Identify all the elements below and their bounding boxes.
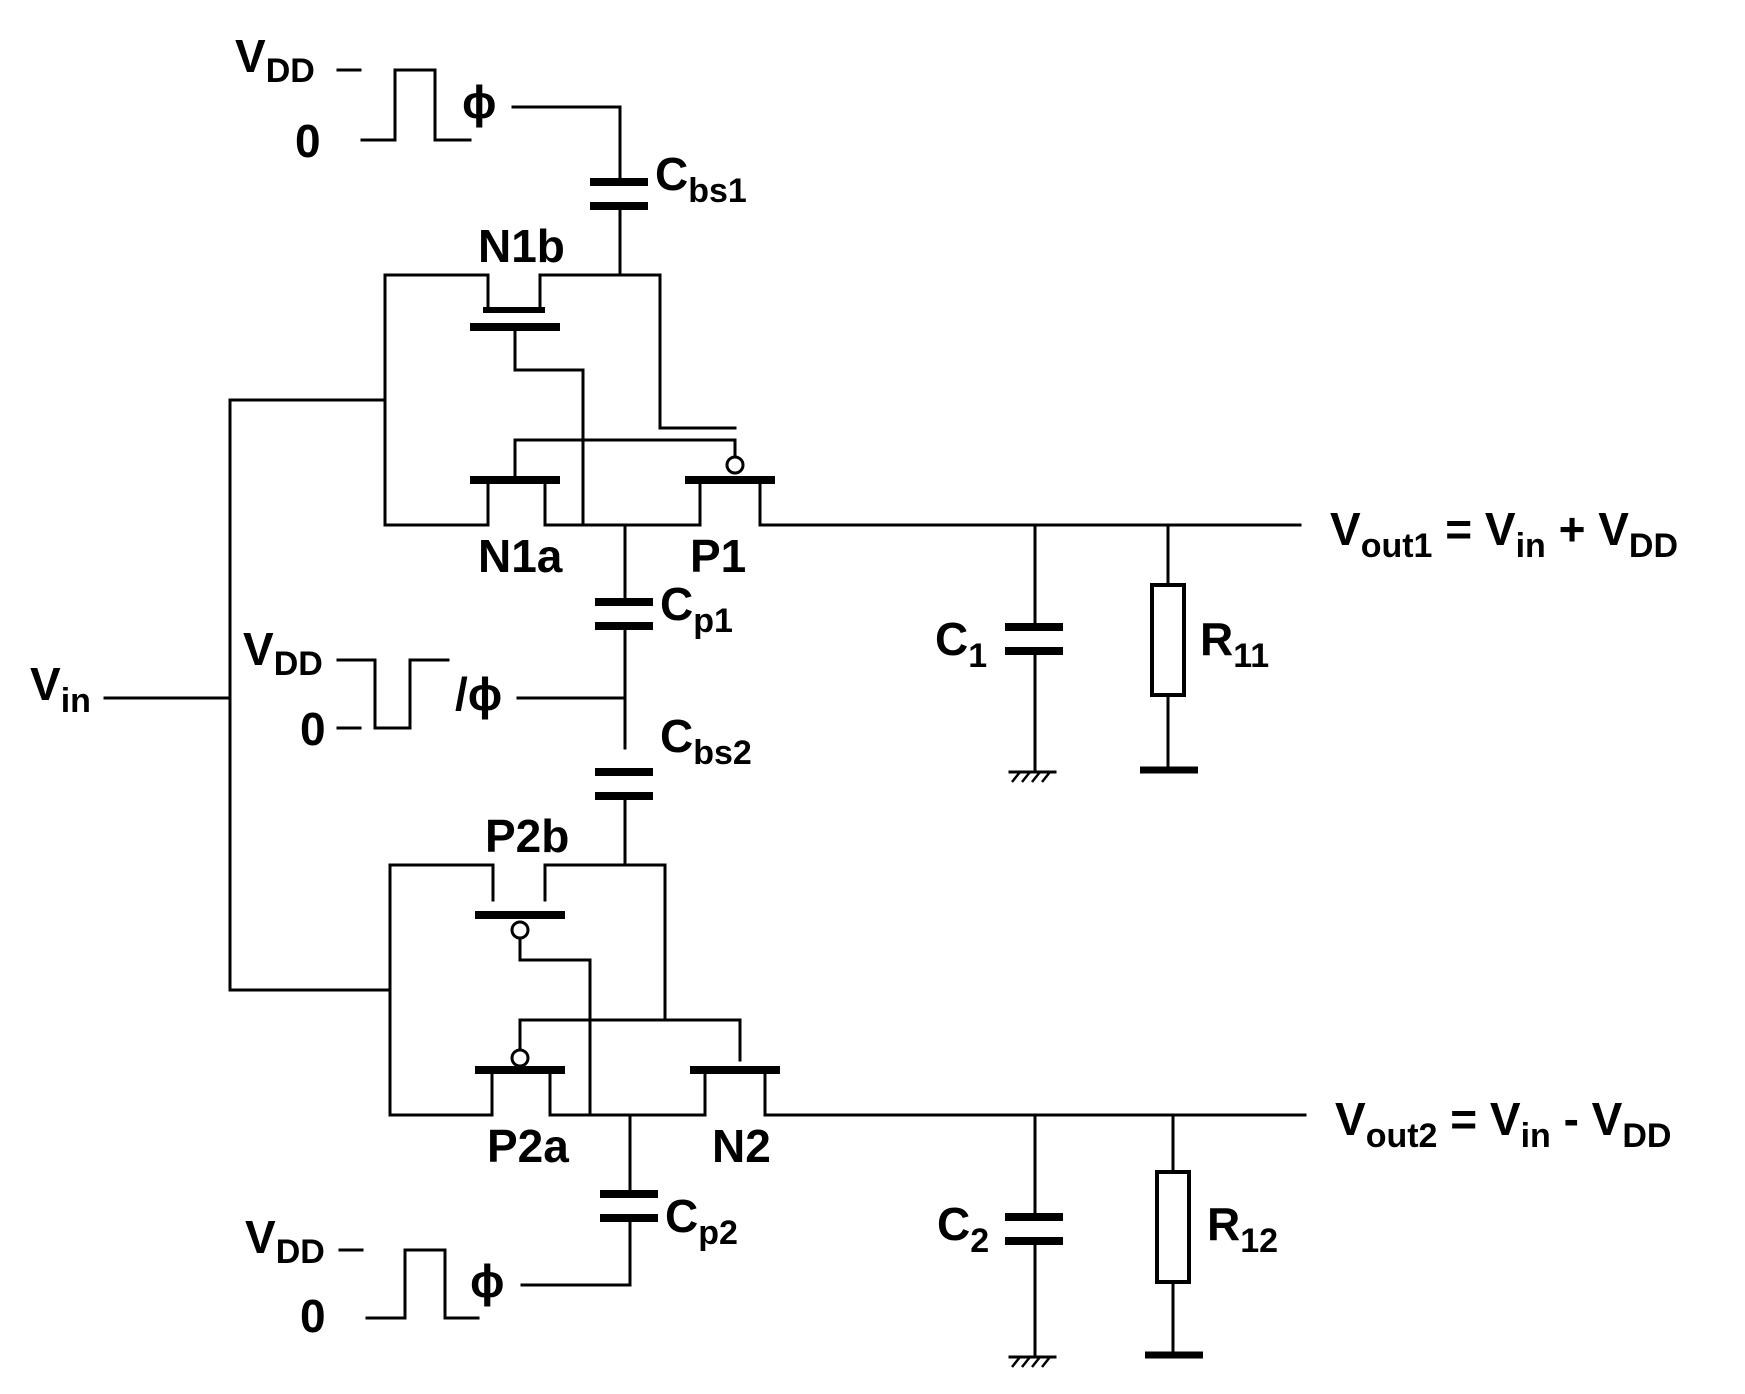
svg-text:VDD: VDD — [243, 623, 323, 683]
vin-sub: in — [61, 682, 91, 720]
input-vin: Vin — [30, 598, 230, 990]
vin-label: V — [30, 658, 61, 710]
cp2-label: C — [665, 1190, 698, 1242]
svg-text:Cbs1: Cbs1 — [655, 148, 747, 210]
cbs1-label: C — [655, 148, 688, 200]
clock-bot-high-label: V — [245, 1211, 276, 1263]
cp1-label: C — [660, 578, 693, 630]
cbs2-sub: bs2 — [693, 734, 752, 772]
clock-mid-low-label: 0 — [300, 703, 326, 755]
transistor-p2a: P2a — [475, 1020, 740, 1172]
r11-label: R — [1200, 613, 1233, 665]
svg-text:R11: R11 — [1200, 613, 1269, 675]
c1-sub: 1 — [968, 637, 987, 675]
r11-sub: 11 — [1233, 637, 1269, 675]
cbs1-sub: bs1 — [688, 172, 747, 210]
cp2-sub: p2 — [698, 1214, 738, 1252]
output1-load: C1 R11 Vout1 = Vin + VDD — [935, 503, 1678, 782]
n1b-label: N1b — [478, 220, 565, 272]
svg-text:VDD: VDD — [235, 30, 315, 90]
svg-text:C2: C2 — [937, 1198, 989, 1260]
p2a-label: P2a — [487, 1120, 569, 1172]
svg-text:R12: R12 — [1207, 1198, 1278, 1260]
svg-text:VDD: VDD — [245, 1211, 325, 1271]
cp1-sub: p1 — [693, 602, 733, 640]
p2b-label: P2b — [485, 810, 569, 862]
clock-top-high-sub: DD — [266, 52, 315, 90]
transistor-p1: P1 — [625, 428, 1300, 582]
c2-label: C — [937, 1198, 970, 1250]
resistor-r11: R11 — [1140, 525, 1269, 770]
svg-text:C1: C1 — [935, 613, 987, 675]
svg-text:Cbs2: Cbs2 — [660, 710, 752, 772]
transistor-n2: N2 — [630, 1070, 1305, 1172]
c1-label: C — [935, 613, 968, 665]
output2-load: C2 R12 Vout2 = Vin - VDD — [937, 1093, 1671, 1367]
lower-switch-cell: P2b P2a N2 — [230, 810, 1305, 1172]
clock-bot-signal-label: ϕ — [470, 1255, 504, 1307]
vout2-label: Vout2 = Vin - VDD — [1335, 1093, 1671, 1155]
n2-label: N2 — [712, 1120, 771, 1172]
clock-bot-high-sub: DD — [276, 1233, 325, 1271]
clock-phi-bottom: VDD 0 ϕ — [245, 1211, 630, 1342]
clock-top-signal-label: ϕ — [462, 76, 496, 128]
ground-c2 — [1010, 1357, 1055, 1367]
resistor-r12: R12 — [1145, 1115, 1278, 1355]
r12-sub: 12 — [1240, 1222, 1278, 1260]
cbs2-label: C — [660, 710, 693, 762]
svg-text:Vin: Vin — [30, 658, 91, 720]
r12-label: R — [1207, 1198, 1240, 1250]
svg-text:Cp2: Cp2 — [665, 1190, 738, 1252]
ground-c1 — [1010, 772, 1055, 782]
n1a-label: N1a — [478, 530, 563, 582]
c2-sub: 2 — [970, 1222, 989, 1260]
svg-text:Cp1: Cp1 — [660, 578, 733, 640]
clock-mid-signal-label: /ϕ — [455, 668, 502, 720]
clock-mid-high-sub: DD — [274, 645, 323, 683]
p1-label: P1 — [690, 530, 746, 582]
clock-top-high-label: V — [235, 30, 266, 82]
clock-bot-low-label: 0 — [300, 1290, 326, 1342]
clock-mid-high-label: V — [243, 623, 274, 675]
vout1-label: Vout1 = Vin + VDD — [1330, 503, 1678, 565]
clock-phi-top: VDD 0 ϕ — [235, 30, 620, 180]
clock-phi-bar: VDD 0 /ϕ — [243, 623, 625, 755]
capacitor-cbs1: Cbs1 — [590, 148, 747, 275]
upper-switch-cell: N1b N1a P1 — [230, 220, 1300, 598]
clock-top-low-label: 0 — [295, 115, 321, 167]
capacitor-cbs2: Cbs2 — [595, 710, 752, 865]
